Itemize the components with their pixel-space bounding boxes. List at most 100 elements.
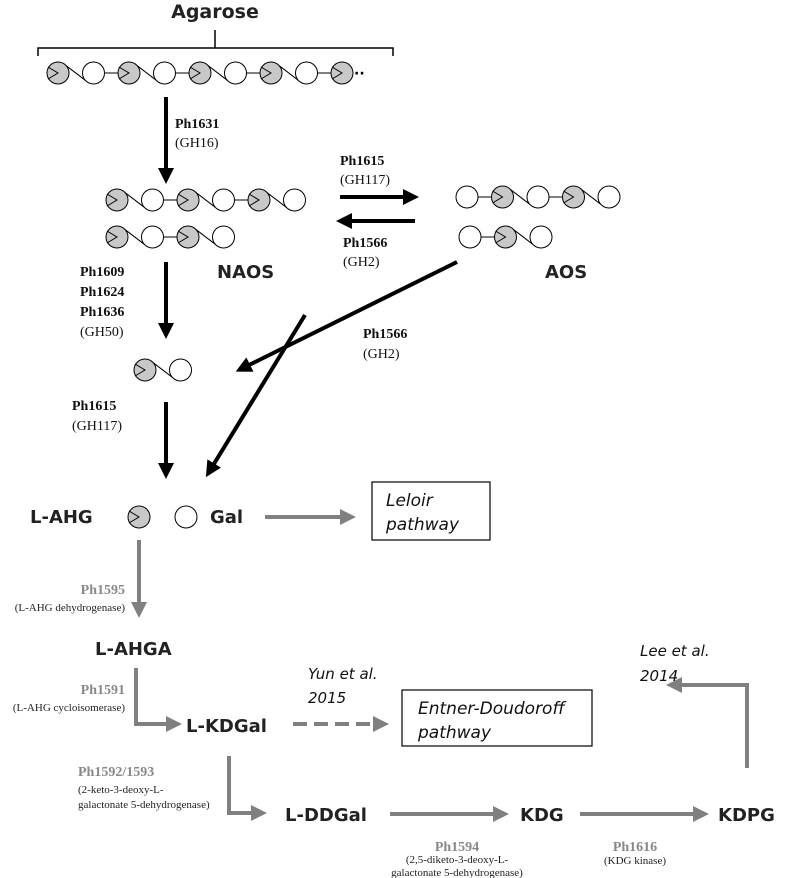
- desc-ph1594-line1: (2,5-diketo-3-deoxy-L-: [406, 854, 509, 866]
- galactose-unit: [153, 61, 176, 85]
- aos-chain-2: [458, 225, 553, 249]
- anhydro-bridge-icon: [177, 193, 189, 207]
- galactose-unit: [283, 188, 306, 212]
- enzyme-ph1636: Ph1636: [80, 305, 124, 320]
- galactose-unit: [458, 225, 482, 249]
- glycosidic-bond: [124, 191, 146, 209]
- galactose-unit: [169, 358, 192, 382]
- dimer: [133, 358, 192, 382]
- anhydro-bridge-icon: [128, 510, 140, 524]
- anhydro-bridge-icon: [177, 230, 189, 244]
- enzyme-ph1609: Ph1609: [80, 265, 124, 280]
- enzyme-ph1594: Ph1594: [435, 840, 479, 855]
- agarose-chain: [46, 61, 354, 85]
- label-l-kdgal: L-KDGal: [186, 716, 267, 737]
- family-gh16: (GH16): [175, 136, 219, 151]
- anhydro-bridge-icon: [134, 363, 146, 377]
- galactose-unit: [174, 505, 198, 529]
- anhydro-bridge-icon: [495, 230, 507, 244]
- galactose-unit: [455, 185, 479, 209]
- family-gh117-mid: (GH117): [72, 419, 122, 434]
- label-naos: NAOS: [217, 262, 274, 283]
- continuation-dots: ··: [354, 66, 365, 82]
- glycosidic-bond: [124, 228, 146, 246]
- glycosidic-bond: [195, 191, 217, 209]
- anhydro-bridge-icon: [118, 66, 130, 80]
- enzyme-ph1595: Ph1595: [81, 583, 125, 598]
- label-aos: AOS: [545, 262, 587, 283]
- galactose-unit: [141, 225, 164, 249]
- arrow-aos-to-monomers: [205, 313, 307, 478]
- naos-chain-1: [105, 188, 306, 212]
- label-l-ahga: L-AHGA: [95, 639, 172, 660]
- aos-chain-1: [455, 185, 621, 209]
- anhydro-bridge-icon: [248, 193, 260, 207]
- glycosidic-bond: [509, 188, 531, 206]
- ref-yun-line2: 2015: [308, 689, 346, 707]
- desc-ph1592-line2: galactonate 5-dehydrogenase): [78, 799, 210, 811]
- agarose-title: Agarose: [171, 1, 259, 23]
- label-kdg: KDG: [520, 805, 564, 826]
- enzyme-ph1566-top: Ph1566: [343, 236, 387, 251]
- leloir-line1: Leloir: [386, 491, 434, 511]
- anhydro-bridge-icon: [563, 190, 575, 204]
- label-kdpg: KDPG: [718, 805, 775, 826]
- enzyme-ph1616: Ph1616: [613, 840, 657, 855]
- family-gh50: (GH50): [80, 325, 124, 340]
- glycosidic-bond: [152, 361, 174, 379]
- arrow-ph1592: [227, 756, 267, 821]
- anhydro-bridge-icon: [492, 190, 504, 204]
- galactose-unit: [212, 225, 235, 249]
- enzyme-ph1615-mid: Ph1615: [72, 399, 116, 414]
- galactose-unit: [82, 61, 105, 85]
- naos-chain-2: [105, 225, 235, 249]
- galactose-unit: [224, 61, 247, 85]
- desc-ph1595: (L-AHG dehydrogenase): [15, 602, 126, 614]
- ref-yun-line1: Yun et al.: [308, 665, 378, 683]
- ed-line1: Entner-Doudoroff: [418, 699, 566, 719]
- galactose-unit: [597, 185, 621, 209]
- family-gh2-mid: (GH2): [363, 347, 400, 362]
- arrow-aos-to-dimer: [235, 260, 458, 372]
- galactose-unit: [529, 225, 553, 249]
- ed-line2: pathway: [417, 723, 492, 743]
- enzyme-ph1631: Ph1631: [175, 117, 219, 132]
- glycosidic-bond: [195, 228, 217, 246]
- glycosidic-bond: [512, 228, 534, 246]
- arrow-kdpg-to-ed: [666, 677, 749, 768]
- enzyme-ph1566-mid: Ph1566: [363, 327, 407, 342]
- label-l-ahg: L-AHG: [30, 507, 93, 528]
- glycosidic-bond: [278, 64, 300, 82]
- arrow-ph1591: [134, 668, 182, 732]
- ref-lee-line2: 2014: [640, 667, 678, 685]
- glycosidic-bond: [266, 191, 288, 209]
- glycosidic-bond: [207, 64, 229, 82]
- galactose-unit: [295, 61, 318, 85]
- glycosidic-bond: [136, 64, 158, 82]
- label-l-ddgal: L-DDGal: [285, 805, 367, 826]
- galactose-unit: [141, 188, 164, 212]
- anhydro-bridge-icon: [106, 193, 118, 207]
- anhydro-bridge-icon: [331, 66, 343, 80]
- enzyme-ph1624: Ph1624: [80, 285, 124, 300]
- entner-doudoroff-box: [401, 689, 593, 747]
- sugar-chains: [46, 61, 621, 529]
- anhydro-bridge-icon: [106, 230, 118, 244]
- glycosidic-bond: [580, 188, 602, 206]
- desc-ph1616: (KDG kinase): [604, 855, 666, 867]
- desc-ph1594-line2: galactonate 5-dehydrogenase): [391, 867, 523, 878]
- family-gh117-top: (GH117): [340, 173, 390, 188]
- desc-ph1592-line1: (2-keto-3-deoxy-L-: [78, 784, 164, 796]
- l-ahg-monomer: [127, 505, 151, 529]
- label-gal: Gal: [210, 507, 243, 528]
- anhydro-bridge-icon: [47, 66, 59, 80]
- gal-monomer: [174, 505, 198, 529]
- anhydro-bridge-icon: [260, 66, 272, 80]
- ref-lee-line1: Lee et al.: [640, 642, 710, 660]
- desc-ph1591: (L-AHG cycloisomerase): [13, 702, 125, 714]
- galactose-unit: [526, 185, 550, 209]
- leloir-line2: pathway: [385, 515, 460, 535]
- family-gh2-top: (GH2): [343, 255, 380, 270]
- anhydro-bridge-icon: [189, 66, 201, 80]
